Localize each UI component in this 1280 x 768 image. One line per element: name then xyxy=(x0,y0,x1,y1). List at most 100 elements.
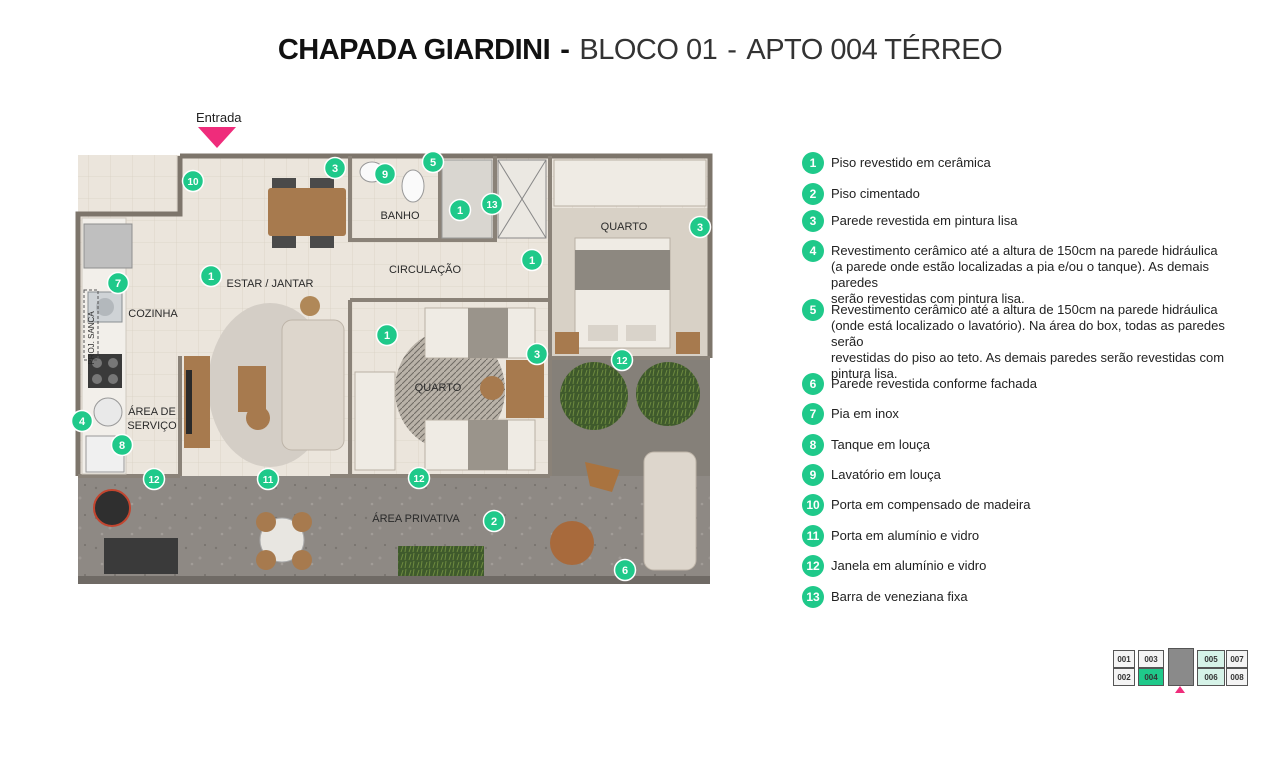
legend-item: 12 Janela em alumínio e vidro xyxy=(802,555,1251,577)
armchair xyxy=(550,521,594,565)
single-bed-blanket xyxy=(468,308,508,358)
marker-circle xyxy=(256,467,280,491)
nightstand xyxy=(676,332,700,354)
interior-walls xyxy=(78,156,710,478)
key-plan-unit: 007 xyxy=(1226,650,1248,668)
burner xyxy=(108,358,118,368)
legend-text: Janela em alumínio e vidro xyxy=(831,558,987,573)
legend-number: 6 xyxy=(802,373,824,395)
marker-number: 3 xyxy=(697,222,703,234)
marker-number: 7 xyxy=(115,278,121,290)
title-separator: - xyxy=(560,34,570,66)
marker-number: 8 xyxy=(119,440,125,452)
dining-chair xyxy=(310,178,334,190)
room-label-estar-jantar: ESTAR / JANTAR xyxy=(227,278,314,290)
marker-circle xyxy=(448,198,472,222)
legend-text: Porta em alumínio e vidro xyxy=(831,528,980,543)
marker-9: 9 xyxy=(373,162,397,186)
marker-6: 6 xyxy=(613,558,637,582)
dining-table xyxy=(268,188,346,236)
room-label-circulacao: CIRCULAÇÃO xyxy=(389,263,462,276)
marker-1: 1 xyxy=(448,198,472,222)
key-plan-unit: 001 xyxy=(1113,650,1135,668)
legend-text: Piso cimentado xyxy=(831,186,920,201)
legend-number: 3 xyxy=(802,210,824,232)
marker-number: 2 xyxy=(491,516,497,528)
key-plan-unit: 006 xyxy=(1197,668,1225,686)
marker-1: 1 xyxy=(199,264,223,288)
key-plan-entrance-icon xyxy=(1175,686,1185,693)
marker-circle xyxy=(323,156,347,180)
entrance-label: Entrada xyxy=(196,110,242,125)
room-label-area-servico-1: ÁREA DE xyxy=(128,405,176,418)
legend-number: 8 xyxy=(802,434,824,456)
unit-name: APTO 004 TÉRREO xyxy=(746,34,1003,66)
legend-item: 10 Porta em compensado de madeira xyxy=(802,494,1251,516)
patio-chair xyxy=(292,550,312,570)
marker-circle xyxy=(373,162,397,186)
marker-number: 1 xyxy=(529,255,535,267)
bed-blanket xyxy=(575,250,670,290)
legend-text: Parede revestida conforme fachada xyxy=(831,376,1037,391)
marker-circle xyxy=(181,169,205,193)
marker-circle xyxy=(375,323,399,347)
room-label-cozinha: COZINHA xyxy=(128,308,178,320)
legend-number: 5 xyxy=(802,299,824,321)
dining-chair xyxy=(272,178,296,190)
nightstand xyxy=(555,332,579,354)
entrance-arrow-icon xyxy=(198,127,236,148)
legend-number: 12 xyxy=(802,555,824,577)
patio-chair xyxy=(256,512,276,532)
room-label-banho: BANHO xyxy=(380,210,420,222)
tv-panel xyxy=(186,370,192,434)
key-plan-unit: 005 xyxy=(1197,650,1225,668)
marker-3: 3 xyxy=(688,215,712,239)
marker-circle xyxy=(482,509,506,533)
soffit-projection xyxy=(83,289,99,361)
marker-number: 4 xyxy=(79,416,86,428)
marker-number: 1 xyxy=(208,271,214,283)
burner xyxy=(92,374,102,384)
marker-4: 4 xyxy=(70,409,94,433)
key-plan-unit: 004 xyxy=(1138,668,1164,686)
dining-chair xyxy=(310,236,334,248)
outdoor-sofa xyxy=(643,451,697,571)
marker-number: 1 xyxy=(457,205,463,217)
legend-text: Revestimento cerâmico até a altura de 15… xyxy=(831,302,1225,381)
marker-number: 11 xyxy=(263,475,274,486)
legend-text: Porta em compensado de madeira xyxy=(831,497,1031,512)
key-plan-unit: 002 xyxy=(1113,668,1135,686)
marker-circle xyxy=(610,348,634,372)
pillow xyxy=(626,325,656,341)
marker-7: 7 xyxy=(106,271,130,295)
legend-item: 2 Piso cimentado xyxy=(802,183,1251,205)
marker-12: 12 xyxy=(142,467,166,491)
marker-circle xyxy=(613,558,637,582)
marker-circle xyxy=(110,433,134,457)
marker-circle xyxy=(407,466,431,490)
marker-12: 12 xyxy=(610,348,634,372)
wardrobe xyxy=(354,371,396,471)
legend-number: 4 xyxy=(802,240,824,262)
side-table xyxy=(246,406,270,430)
legend-number: 2 xyxy=(802,183,824,205)
patio-chair xyxy=(292,512,312,532)
marker-circle xyxy=(142,467,166,491)
outer-walls xyxy=(75,153,713,476)
legend-text: Barra de veneziana fixa xyxy=(831,589,968,604)
marker-11: 11 xyxy=(256,467,280,491)
key-plan-unit: 003 xyxy=(1138,650,1164,668)
marker-circle xyxy=(70,409,94,433)
coffee-table xyxy=(238,366,266,412)
legend-item: 6 Parede revestida conforme fachada xyxy=(802,373,1251,395)
marker-number: 5 xyxy=(430,157,436,169)
marker-number: 9 xyxy=(382,169,388,181)
room-label-area-privativa: ÁREA PRIVATIVA xyxy=(372,512,460,525)
legend-number: 10 xyxy=(802,494,824,516)
bench xyxy=(104,538,178,574)
